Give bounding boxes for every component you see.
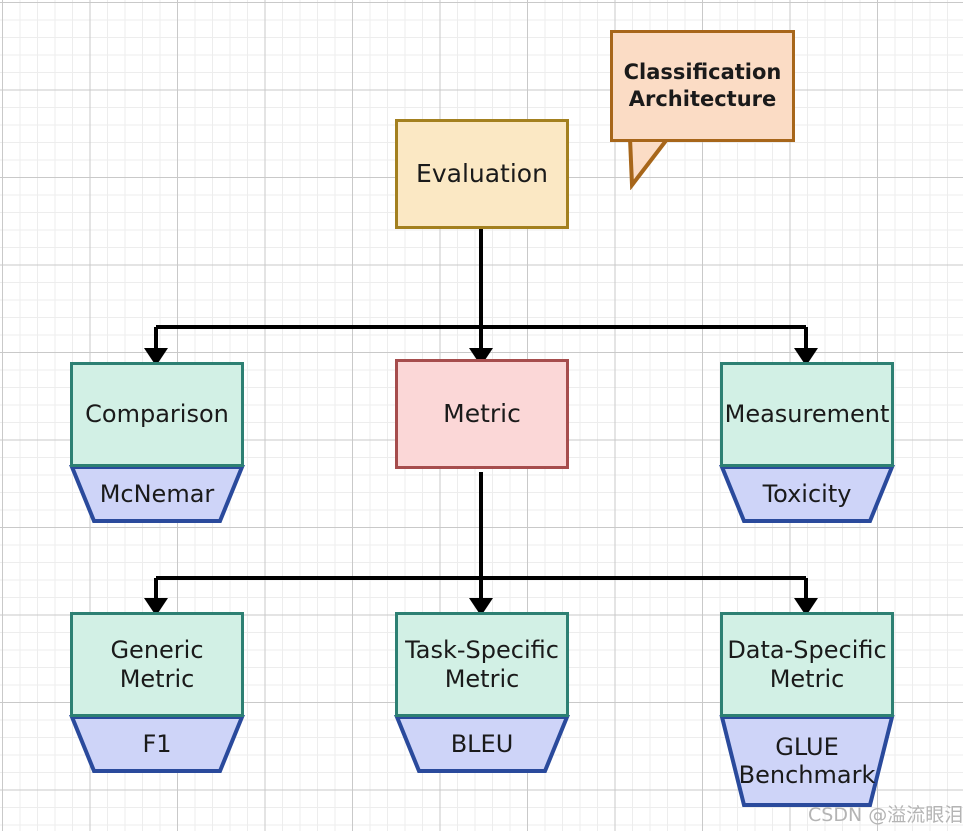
node-task-specific-metric-line1: Task-Specific: [405, 636, 559, 665]
node-comparison[interactable]: Comparison: [70, 362, 244, 467]
node-evaluation[interactable]: Evaluation: [395, 119, 569, 229]
node-data-specific-metric-line2: Metric: [769, 664, 845, 693]
node-data-specific-metric[interactable]: Data-Specific Metric: [720, 612, 894, 717]
node-data-specific-metric-line1: Data-Specific: [727, 636, 887, 665]
node-generic-metric[interactable]: Generic Metric: [70, 612, 244, 717]
node-metric-label: Metric: [443, 399, 521, 429]
node-measurement[interactable]: Measurement: [720, 362, 894, 467]
title-speech-bubble: Classification Architecture: [610, 30, 795, 190]
node-generic-metric-line2: Metric: [119, 664, 195, 693]
node-glue-benchmark[interactable]: GLUE Benchmark: [719, 715, 895, 807]
node-bleu[interactable]: BLEU: [394, 715, 570, 773]
node-toxicity[interactable]: Toxicity: [719, 465, 895, 523]
csdn-watermark: CSDN @溢流眼泪: [808, 804, 963, 826]
edge-arrowheads: [144, 348, 818, 616]
node-evaluation-label: Evaluation: [416, 159, 548, 189]
node-generic-metric-line1: Generic: [110, 636, 204, 665]
title-bubble-line2: Architecture: [628, 87, 777, 111]
node-task-specific-metric-line2: Metric: [444, 664, 520, 693]
title-bubble-body: Classification Architecture: [610, 30, 795, 142]
node-metric[interactable]: Metric: [395, 359, 569, 469]
node-measurement-label: Measurement: [724, 400, 890, 429]
node-mcnemar[interactable]: McNemar: [69, 465, 245, 523]
node-task-specific-metric[interactable]: Task-Specific Metric: [395, 612, 569, 717]
node-comparison-label: Comparison: [85, 400, 229, 429]
title-bubble-line1: Classification: [623, 59, 782, 84]
node-f1[interactable]: F1: [69, 715, 245, 773]
